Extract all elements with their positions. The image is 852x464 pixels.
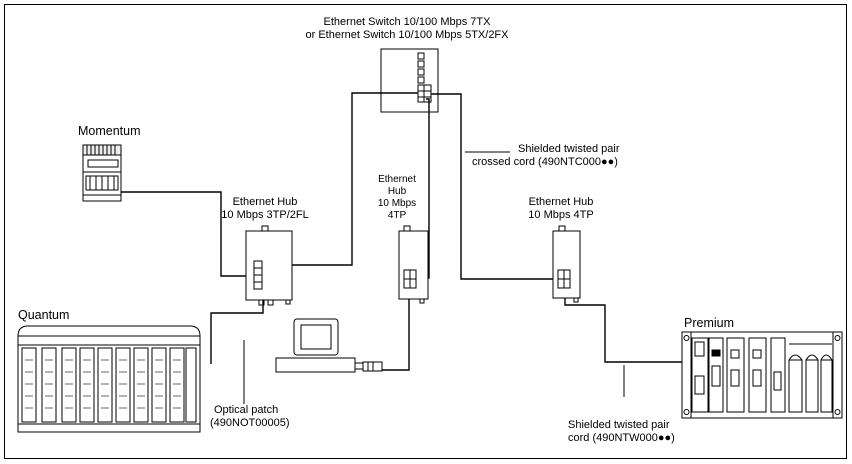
- hub-left-label-line1: Ethernet Hub: [232, 196, 298, 208]
- ethernet-hub-middle-icon: [398, 225, 429, 304]
- quantum-label: Quantum: [18, 308, 70, 322]
- diagram-frame: [4, 4, 847, 459]
- ethernet-hub-left-icon: [245, 225, 293, 306]
- hub-middle-label-line3: 10 Mbps: [377, 198, 417, 209]
- quantum-module-slots: [21, 347, 197, 423]
- leader-lines: [243, 151, 625, 404]
- momentum-label: Momentum: [78, 124, 141, 138]
- straight-cord-label-line2: cord (490NTW000●●): [568, 432, 675, 444]
- hub-middle-label-line1: Ethernet: [378, 174, 416, 185]
- crossed-cord-label-line2: crossed cord (490NTC000●●): [472, 156, 618, 168]
- premium-label: Premium: [684, 316, 735, 330]
- momentum-module-icon: [82, 144, 122, 202]
- straight-cord-label: Shielded twisted pair cord (490NTW000●●): [568, 419, 675, 445]
- pc-workstation-icon: [275, 318, 383, 373]
- hub-middle-label: Ethernet Hub 10 Mbps 4TP: [362, 174, 432, 222]
- optical-patch-label-line2: (490NOT00005): [210, 417, 290, 429]
- hub-middle-label-line4: 4TP: [387, 210, 407, 221]
- crossed-cord-label: Shielded twisted pair crossed cord (490N…: [472, 143, 620, 169]
- ethernet-hub-right-icon: [552, 225, 581, 303]
- hub-right-label-line1: Ethernet Hub: [528, 196, 594, 208]
- switch-label-line2: or Ethernet Switch 10/100 Mbps 5TX/2FX: [305, 29, 509, 41]
- premium-rack-icon: [681, 331, 843, 419]
- quantum-rack-icon: [17, 325, 201, 433]
- switch-label-line1: Ethernet Switch 10/100 Mbps 7TX: [323, 16, 491, 28]
- hub-left-label: Ethernet Hub 10 Mbps 3TP/2FL: [210, 196, 320, 222]
- hub-left-label-line2: 10 Mbps 3TP/2FL: [221, 209, 309, 221]
- optical-patch-label-line1: Optical patch: [214, 404, 279, 416]
- hub-right-label: Ethernet Hub 10 Mbps 4TP: [506, 196, 616, 222]
- straight-cord-label-line1: Shielded twisted pair: [568, 419, 670, 431]
- hub-right-label-line2: 10 Mbps 4TP: [528, 209, 594, 221]
- optical-patch-label: Optical patch (490NOT00005): [210, 404, 290, 430]
- switch-label: Ethernet Switch 10/100 Mbps 7TX or Ether…: [292, 16, 522, 42]
- crossed-cord-label-line1: Shielded twisted pair: [518, 143, 620, 155]
- hub-middle-label-line2: Hub: [387, 186, 407, 197]
